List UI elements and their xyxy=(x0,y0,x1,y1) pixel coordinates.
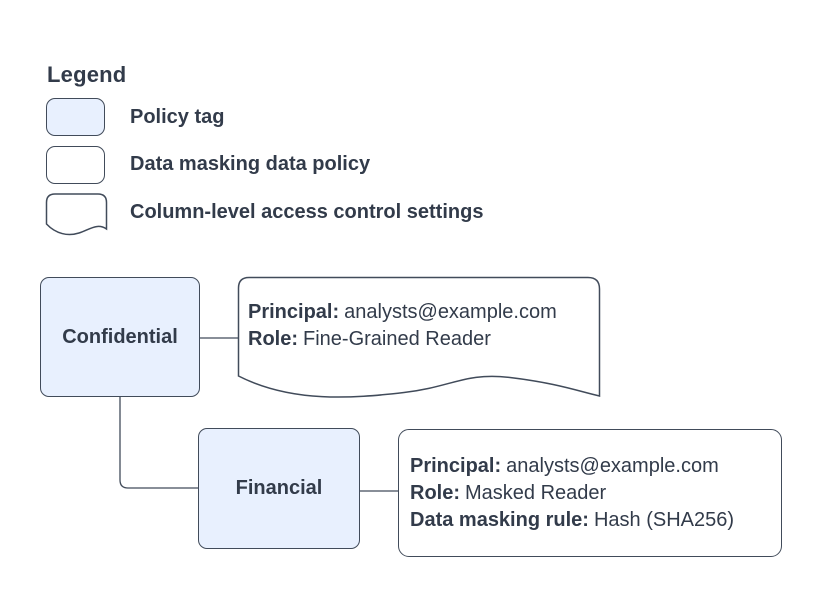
policy-role-line: Role:Masked Reader xyxy=(410,480,781,507)
policy-masking-rule-value: Hash (SHA256) xyxy=(593,508,735,531)
policy-principal-key: Principal: xyxy=(410,454,502,477)
legend-data-masking-label: Data masking data policy xyxy=(130,152,371,175)
node-financial: Financial xyxy=(198,428,360,549)
settings-principal-key: Principal: xyxy=(248,301,340,323)
settings-principal-line: Principal:analysts@example.com xyxy=(248,299,557,326)
policy-masking-rule-key: Data masking rule: xyxy=(410,508,589,531)
legend-data-masking-swatch xyxy=(46,146,105,184)
fine-grained-settings-text: Principal:analysts@example.com Role:Fine… xyxy=(248,299,557,353)
policy-role-value: Masked Reader xyxy=(465,481,607,504)
node-financial-label: Financial xyxy=(235,477,323,499)
node-confidential-label: Confidential xyxy=(62,325,178,348)
legend-policy-tag-swatch xyxy=(46,98,105,136)
settings-role-value: Fine-Grained Reader xyxy=(303,328,491,350)
node-confidential: Confidential xyxy=(40,277,200,397)
legend-policy-tag-label: Policy tag xyxy=(130,105,225,128)
policy-principal-line: Principal:analysts@example.com xyxy=(410,453,781,480)
masked-policy-box: Principal:analysts@example.com Role:Mask… xyxy=(398,429,782,557)
connector-confidential-to-financial xyxy=(119,397,198,489)
legend-document-swatch-shape xyxy=(45,193,108,236)
legend-title: Legend xyxy=(47,62,127,87)
settings-role-key: Role: xyxy=(248,328,298,350)
policy-principal-value: analysts@example.com xyxy=(506,454,719,477)
settings-role-line: Role:Fine-Grained Reader xyxy=(248,326,557,353)
policy-masking-rule-line: Data masking rule:Hash (SHA256) xyxy=(410,507,781,534)
policy-role-key: Role: xyxy=(410,481,460,504)
settings-principal-value: analysts@example.com xyxy=(344,301,557,323)
legend-column-access-label: Column-level access control settings xyxy=(130,200,484,223)
